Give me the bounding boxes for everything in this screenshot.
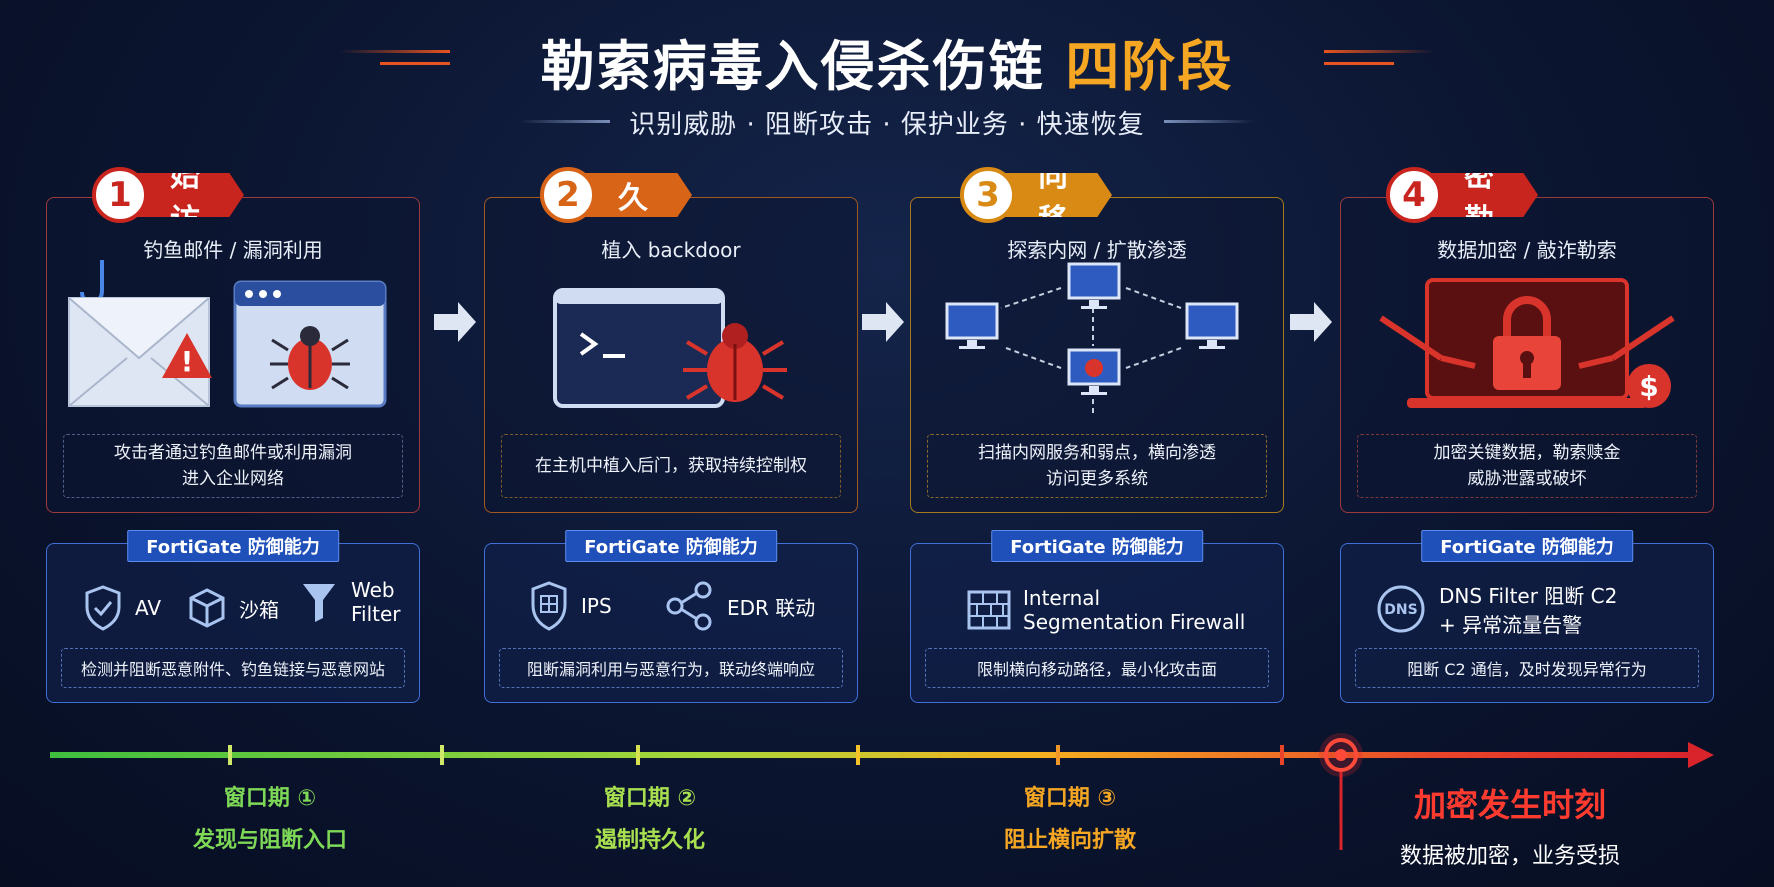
stage-card-1: 钓鱼邮件 / 漏洞利用 ! 攻击者通过钓鱼邮件或利用漏洞进入企业网络 (46, 197, 420, 513)
dollar-icon: $ (1639, 370, 1658, 403)
stage-name-1: 初始访问 (170, 115, 200, 217)
title-deco-left-2 (380, 62, 450, 65)
page-title: 勒索病毒入侵杀伤链 四阶段 (0, 22, 1774, 101)
title-deco-right (1324, 50, 1434, 53)
svg-text:!: ! (181, 345, 194, 378)
stage-number-3: 3 (960, 167, 1016, 223)
defense-cap-dns: DNS DNS Filter 阻断 C2+ 异常流量告警 (1375, 580, 1617, 638)
stage-sub-2: 植入 backdoor (601, 238, 741, 262)
title-main: 勒索病毒入侵杀伤链 (540, 35, 1045, 98)
defense-cap-ips: IPS (529, 580, 612, 632)
stage-sub-1: 钓鱼邮件 / 漏洞利用 (143, 238, 323, 262)
window-period-3: 窗口期 ③ 阻止横向扩散 (1003, 786, 1136, 853)
defense-tag: FortiGate 防御能力 (127, 530, 339, 562)
encrypted-laptop-lock-icon: $ (1379, 278, 1675, 408)
title-deco-right-2 (1324, 62, 1394, 65)
stage-desc-4: 加密关键数据，勒索赎金威胁泄露或破坏 (1357, 434, 1697, 498)
funnel-icon (303, 584, 335, 622)
share-icon (666, 581, 712, 631)
shield-check-icon (85, 585, 121, 631)
stage-sub-3: 探索内网 / 扩散渗透 (1007, 238, 1187, 262)
stage-card-3: 探索内网 / 扩散渗透 扫描内网服务和弱点，横向渗透访问更多系统 (910, 197, 1284, 513)
shield-grid-icon (531, 581, 567, 631)
stage-card-2: 植入 backdoor 在主机中植入后门，获取持续控制权 (484, 197, 858, 513)
stage-number-4: 4 (1386, 167, 1442, 223)
defense-bottom-4: 阻断 C2 通信，及时发现异常行为 (1355, 648, 1699, 688)
defense-card-4: FortiGate 防御能力 DNS DNS Filter 阻断 C2+ 异常流… (1340, 530, 1714, 703)
title-deco-left (340, 50, 450, 53)
defense-tag: FortiGate 防御能力 (1421, 530, 1633, 562)
defense-bottom-3: 限制横向移动路径，最小化攻击面 (925, 648, 1269, 688)
defense-card-2: FortiGate 防御能力 IPS EDR 联动 阻断漏洞利用与恶意行为，联动… (484, 530, 858, 703)
encryption-moment-marker-icon (1319, 733, 1363, 850)
flow-arrow-icon (862, 302, 904, 342)
stage-name-3: 横向移动 (1038, 115, 1068, 217)
defense-cap-edr: EDR 联动 (663, 580, 815, 632)
window-period-1: 窗口期 ① 发现与阻断入口 (192, 786, 347, 853)
page-subtitle: 识别威胁 · 阻断攻击 · 保护业务 · 快速恢复 (629, 110, 1145, 140)
defense-tag: FortiGate 防御能力 (565, 530, 777, 562)
phishing-email-icon: ! (68, 260, 387, 408)
timeline-bar (50, 742, 1714, 768)
flow-arrow-icon (434, 302, 476, 342)
backdoor-terminal-icon (553, 288, 787, 408)
stage-desc-3: 扫描内网服务和弱点，横向渗透访问更多系统 (927, 434, 1267, 498)
dns-icon: DNS (1377, 585, 1425, 633)
stage-desc-1: 攻击者通过钓鱼邮件或利用漏洞进入企业网络 (63, 434, 403, 498)
defense-tag: FortiGate 防御能力 (991, 530, 1203, 562)
firewall-icon (967, 590, 1011, 630)
defense-bottom-2: 阻断漏洞利用与恶意行为，联动终端响应 (499, 648, 843, 688)
sandbox-box-icon (189, 588, 225, 628)
title-highlight: 四阶段 (1065, 35, 1234, 98)
stage-number-2: 2 (540, 167, 596, 223)
defense-cap-av: AV (83, 584, 161, 632)
defense-bottom-1: 检测并阻断恶意附件、钓鱼链接与恶意网站 (61, 648, 405, 688)
svg-text:DNS: DNS (1384, 602, 1417, 618)
window-period-2: 窗口期 ② 遏制持久化 (594, 786, 705, 853)
subtitle-line-left (520, 120, 610, 123)
subtitle-line-right (1164, 120, 1254, 123)
stage-sub-4: 数据加密 / 敲诈勒索 (1437, 238, 1617, 262)
stage-desc-2: 在主机中植入后门，获取持续控制权 (501, 434, 841, 498)
encryption-moment: 加密发生时刻 数据被加密，业务受损 (1399, 786, 1620, 869)
stage-number-1: 1 (92, 167, 148, 223)
stage-card-4: 数据加密 / 敲诈勒索 $ 加密关键数据，勒索赎金威胁泄露或破坏 (1340, 197, 1714, 513)
stage-name-4: 加密勒索 (1464, 115, 1494, 217)
defense-cap-sandbox: 沙箱 (187, 584, 279, 632)
stage-name-2: 持久化 (618, 137, 648, 216)
lateral-network-icon (945, 262, 1239, 416)
flow-arrow-icon (1290, 302, 1332, 342)
